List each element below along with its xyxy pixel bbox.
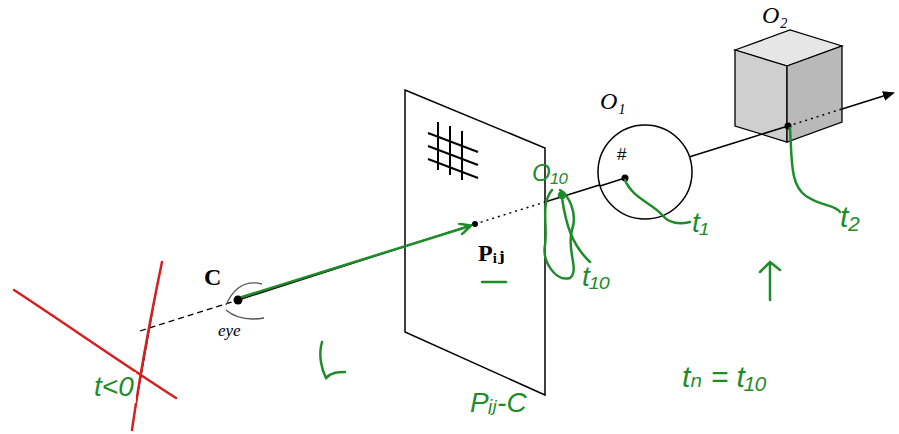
eye-lid	[226, 283, 262, 305]
cross-out	[14, 262, 176, 430]
handwritten-note: tₙ = t₁₀	[682, 360, 767, 393]
handwritten-note: t₂	[840, 200, 860, 233]
sphere	[598, 125, 692, 219]
ray	[600, 178, 625, 186]
ray	[238, 224, 475, 300]
ray-hidden	[475, 202, 545, 224]
handwritten-note: t<0	[92, 372, 136, 403]
handwritten-note: t₁₀	[582, 262, 610, 293]
image-plane	[405, 90, 545, 395]
eye-label: eye	[218, 322, 241, 341]
cube	[735, 30, 842, 142]
pixel-point	[472, 221, 478, 227]
handwritten-note: O₁₀	[532, 160, 568, 186]
point-label: Pᵢⱼ	[478, 240, 504, 266]
eye-lid	[226, 310, 264, 319]
ray-arrow	[842, 93, 893, 109]
scribble-mark: #	[617, 146, 626, 165]
handwritten-note: Pᵢⱼ-C	[470, 388, 527, 419]
pixel-grid	[428, 122, 478, 180]
annotations	[242, 128, 840, 378]
ray-hidden	[788, 109, 842, 126]
ray	[737, 126, 788, 142]
object-label: O₁	[600, 88, 626, 114]
handwritten-note: t₁	[692, 208, 709, 239]
object-label: O₂	[762, 2, 788, 28]
point-label: C	[204, 264, 221, 290]
